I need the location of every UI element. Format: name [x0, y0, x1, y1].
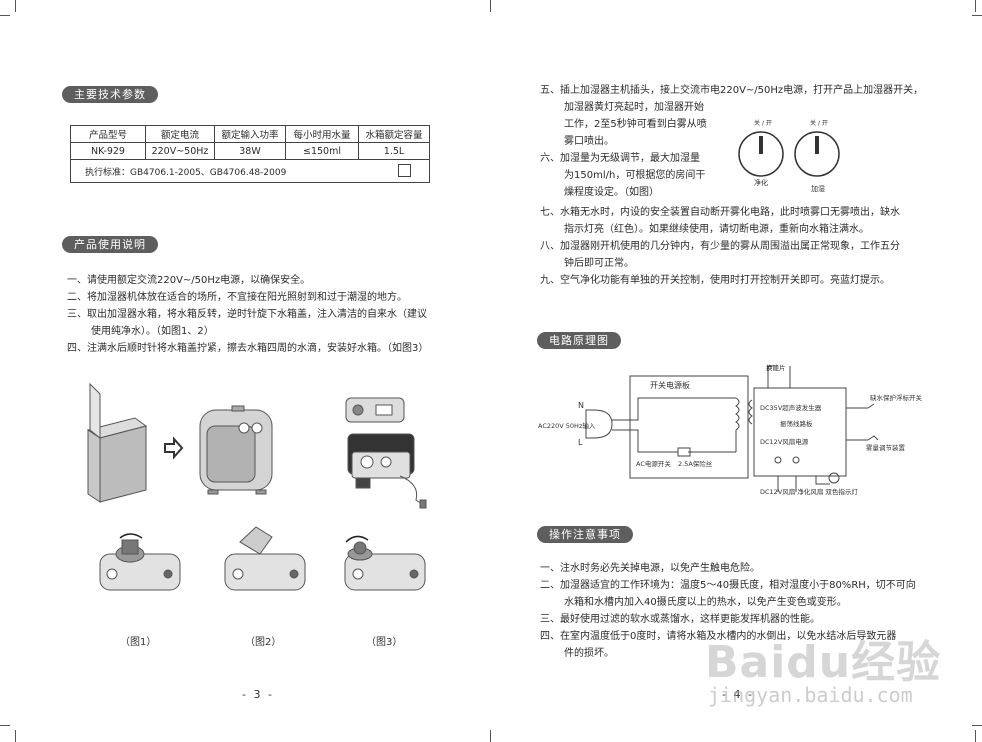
spec-header: 水箱额定容量 [358, 125, 430, 143]
checkbox-icon [398, 164, 411, 177]
step-line: 五、插上加湿器主机插头，接上交流市电220V~/50Hz电源，打开产品上加湿器开… [540, 85, 924, 96]
watermark-url: jingyan.baidu.com [708, 683, 913, 707]
crop-mark [0, 725, 10, 726]
notice-item: 四、在室内温度低于0度时，请将水箱及水槽内的水倒出，以免水结冰后导致元器 [540, 631, 897, 642]
circuit-label-fuse: 2.5A保险丝 [678, 460, 713, 468]
figure-3-illustration [344, 535, 426, 591]
figure-1-illustration [99, 533, 181, 591]
control-knobs-illustration [738, 131, 840, 177]
plug-icon [585, 409, 613, 439]
crop-mark [0, 15, 10, 16]
usage-item: 使用纯净水）。（如图1、2） [91, 326, 214, 337]
step-line: 为150ml/h，可根据您的房间干 [564, 170, 706, 181]
spec-cell: ≤150ml [285, 142, 359, 160]
spec-standard-row: 执行标准：GB4706.1-2005、GB4706.48-2009 [70, 159, 430, 183]
spec-header: 产品型号 [70, 125, 146, 143]
crop-mark [15, 730, 16, 742]
step-line: 九、空气净化功能有单独的开关控制，使用时打开控制开关即可。亮蓝灯提示。 [540, 275, 890, 286]
spec-table: 产品型号 额定电流 额定输入功率 每小时用水量 水箱额定容量 NK-929 22… [70, 125, 430, 183]
notice-item: 三、最好使用过滤的软水或蒸馏水，这样更能发挥机器的性能。 [540, 614, 820, 625]
step-line: 指示灯亮（红色）。如果继续使用，请切断电源，重新向水箱注满水。 [564, 224, 869, 235]
crop-mark [972, 725, 982, 726]
step-line: 燥程度设定。（如图） [564, 187, 659, 198]
humidifier-base-illustration [345, 397, 427, 509]
crop-mark [15, 0, 16, 12]
page-number-left: - 3 - [242, 688, 274, 701]
purify-knob-icon [738, 131, 784, 177]
spec-header: 额定输入功率 [214, 125, 286, 143]
circuit-diagram [585, 365, 879, 492]
figure-1-caption: （图1） [120, 637, 157, 648]
spec-standard: 执行标准：GB4706.1-2005、GB4706.48-2009 [85, 167, 287, 178]
notice-item: 一、注水时务必先关掉电源，以免产生触电危险。 [540, 563, 760, 574]
baidu-watermark-logo: Baidu经验 [705, 637, 942, 688]
knob-label-top: 关 / 开 [754, 120, 772, 127]
spec-cell: 38W [214, 142, 286, 160]
packing-box-illustration [86, 382, 148, 503]
step-line: 加湿器黄灯亮起时，加湿器开始 [564, 102, 704, 113]
usage-item: 四、注满水后顺时针将水箱盖拧紧，擦去水箱四周的水滴，安装好水箱。（如图3） [67, 343, 429, 354]
switch-board-box [629, 375, 749, 479]
spec-header: 额定电流 [145, 125, 215, 143]
step-line: 七、水箱无水时，内设的安全装置自动断开雾化电路，此时喷雾口无雾喷出，缺水 [540, 207, 900, 218]
spec-cell: 220V~50Hz [145, 142, 215, 160]
usage-item: 三、取出加湿器水箱，将水箱反转，逆时针旋下水箱盖，注入清洁的自来水（建议 [67, 309, 427, 320]
spec-header: 每小时用水量 [285, 125, 359, 143]
crop-mark [972, 15, 982, 16]
figure-3-caption: （图3） [366, 637, 403, 648]
humidifier-front-illustration [199, 405, 273, 495]
usage-section-title: 产品使用说明 [62, 236, 158, 253]
generator-box [753, 387, 847, 477]
circuit-label-n: N [578, 401, 584, 410]
step-line: 工作，2至5秒钟可看到白雾从喷 [564, 119, 707, 130]
circuit-section-title: 电路原理图 [537, 332, 621, 349]
step-line: 六、加湿量为无级调节，最大加湿量 [540, 153, 700, 164]
step-line: 雾口喷出。 [564, 136, 614, 147]
knob-label-top: 关 / 开 [810, 120, 828, 127]
circuit-label-transducer: 换能片 [766, 364, 786, 372]
notice-section-title: 操作注意事项 [537, 526, 633, 543]
knob-label-humidify: 加湿 [811, 185, 825, 193]
notice-item: 二、加湿器适宜的工作环境为：温度5～40摄氏度，相对湿度小于80%RH，切不可向 [540, 580, 916, 591]
knob-label-purify: 净化 [754, 179, 768, 187]
circuit-label-ac-input: AC220V 50Hz输入 [538, 422, 596, 430]
crop-mark [975, 0, 976, 12]
circuit-label-dc12: DC12V风扇电源 [760, 438, 809, 446]
humidify-knob-icon [794, 131, 840, 177]
circuit-label-switch-board: 开关电源板 [650, 381, 690, 390]
page-number-right: - 4 - [722, 688, 754, 701]
arrow-right-icon [164, 436, 184, 460]
figure-2-caption: （图2） [245, 637, 282, 648]
spec-cell: 1.5L [358, 142, 430, 160]
crop-mark [975, 730, 976, 742]
usage-item: 二、将加湿器机体放在适合的场所，不宜接在阳光照射到和过于潮湿的地方。 [67, 292, 407, 303]
spec-section-title: 主要技术参数 [62, 86, 158, 103]
circuit-label-power-switch: AC电源开关 [636, 460, 671, 468]
circuit-label-bottom: DC12V风扇 净化风扇 双色指示灯 [760, 488, 858, 496]
figure-2-illustration [224, 526, 306, 591]
notice-list: 一、注水时务必先关掉电源，以免产生触电危险。 二、加湿器适宜的工作环境为：温度5… [540, 560, 916, 662]
installation-illustrations [86, 382, 427, 591]
spec-cell: NK-929 [70, 142, 146, 160]
usage-list: 一、请使用额定交流220V~/50Hz电源，以确保安全。 二、将加湿器机体放在适… [67, 272, 428, 357]
crop-mark [490, 0, 491, 12]
notice-item: 件的损坏。 [564, 648, 614, 659]
notice-item: 水箱和水槽内加入40摄氏度以上的热水，以免产生变色或变形。 [564, 597, 847, 608]
step-line: 八、加湿器刚开机使用的几分钟内，有少量的雾从周围溢出属正常现象，工作五分 [540, 241, 900, 252]
circuit-label-l: L [578, 438, 583, 447]
circuit-label-float-switch: 缺水保护浮标开关 [870, 394, 922, 402]
circuit-label-atomizer: 振荡线路板 [780, 420, 813, 428]
operation-steps: 五、插上加湿器主机插头，接上交流市电220V~/50Hz电源，打开产品上加湿器开… [540, 82, 923, 289]
crop-mark [490, 730, 491, 742]
circuit-label-dc35: DC35V超声波发生器 [760, 404, 822, 412]
usage-item: 一、请使用额定交流220V~/50Hz电源，以确保安全。 [67, 275, 311, 286]
circuit-label-mist-knob: 雾量调节装置 [866, 444, 905, 452]
step-line: 钟后即可正常。 [564, 258, 634, 269]
